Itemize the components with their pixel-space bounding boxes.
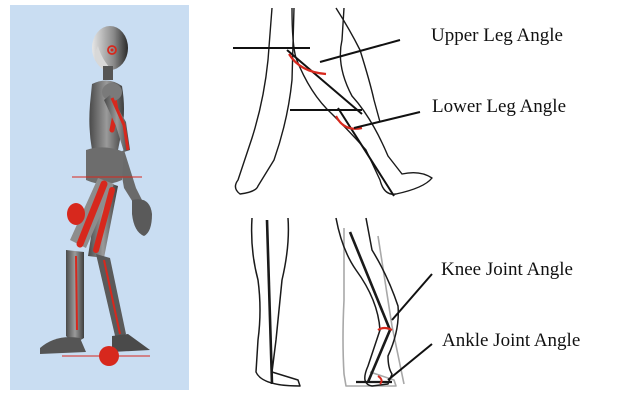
ankle-callout-line bbox=[388, 344, 432, 380]
front-foot bbox=[40, 337, 86, 354]
shin-marker bbox=[76, 256, 77, 330]
mannequin-figure bbox=[40, 26, 152, 366]
front-shin bbox=[66, 250, 84, 344]
joint-angle-sketch bbox=[252, 218, 432, 386]
lower-leg-callout-line bbox=[354, 112, 420, 128]
upper-leg-callout-line bbox=[320, 40, 400, 62]
back-foot bbox=[112, 334, 150, 352]
knee-callout-line bbox=[392, 274, 432, 320]
front-leg-outline bbox=[292, 8, 432, 194]
thigh-axis-line bbox=[287, 50, 362, 114]
ankle-joint-angle-label: Ankle Joint Angle bbox=[442, 331, 580, 350]
bent-thigh-axis bbox=[350, 232, 390, 330]
head-marker-dot bbox=[111, 49, 114, 52]
standing-leg-outline bbox=[252, 218, 300, 386]
knee-pad bbox=[67, 203, 85, 225]
knee-joint-angle-label: Knee Joint Angle bbox=[441, 260, 573, 279]
upper-leg-angle-construction bbox=[233, 40, 420, 196]
mannequin-hand bbox=[132, 199, 152, 236]
upper-leg-sketch bbox=[235, 8, 432, 194]
knee-angle-arc bbox=[378, 328, 392, 330]
standing-leg-axis bbox=[267, 220, 272, 384]
mannequin-neck bbox=[103, 66, 113, 80]
lower-leg-angle-label: Lower Leg Angle bbox=[432, 97, 566, 116]
upper-leg-angle-label: Upper Leg Angle bbox=[431, 26, 563, 45]
mannequin-hips bbox=[86, 147, 124, 184]
back-leg-outline bbox=[235, 8, 294, 194]
